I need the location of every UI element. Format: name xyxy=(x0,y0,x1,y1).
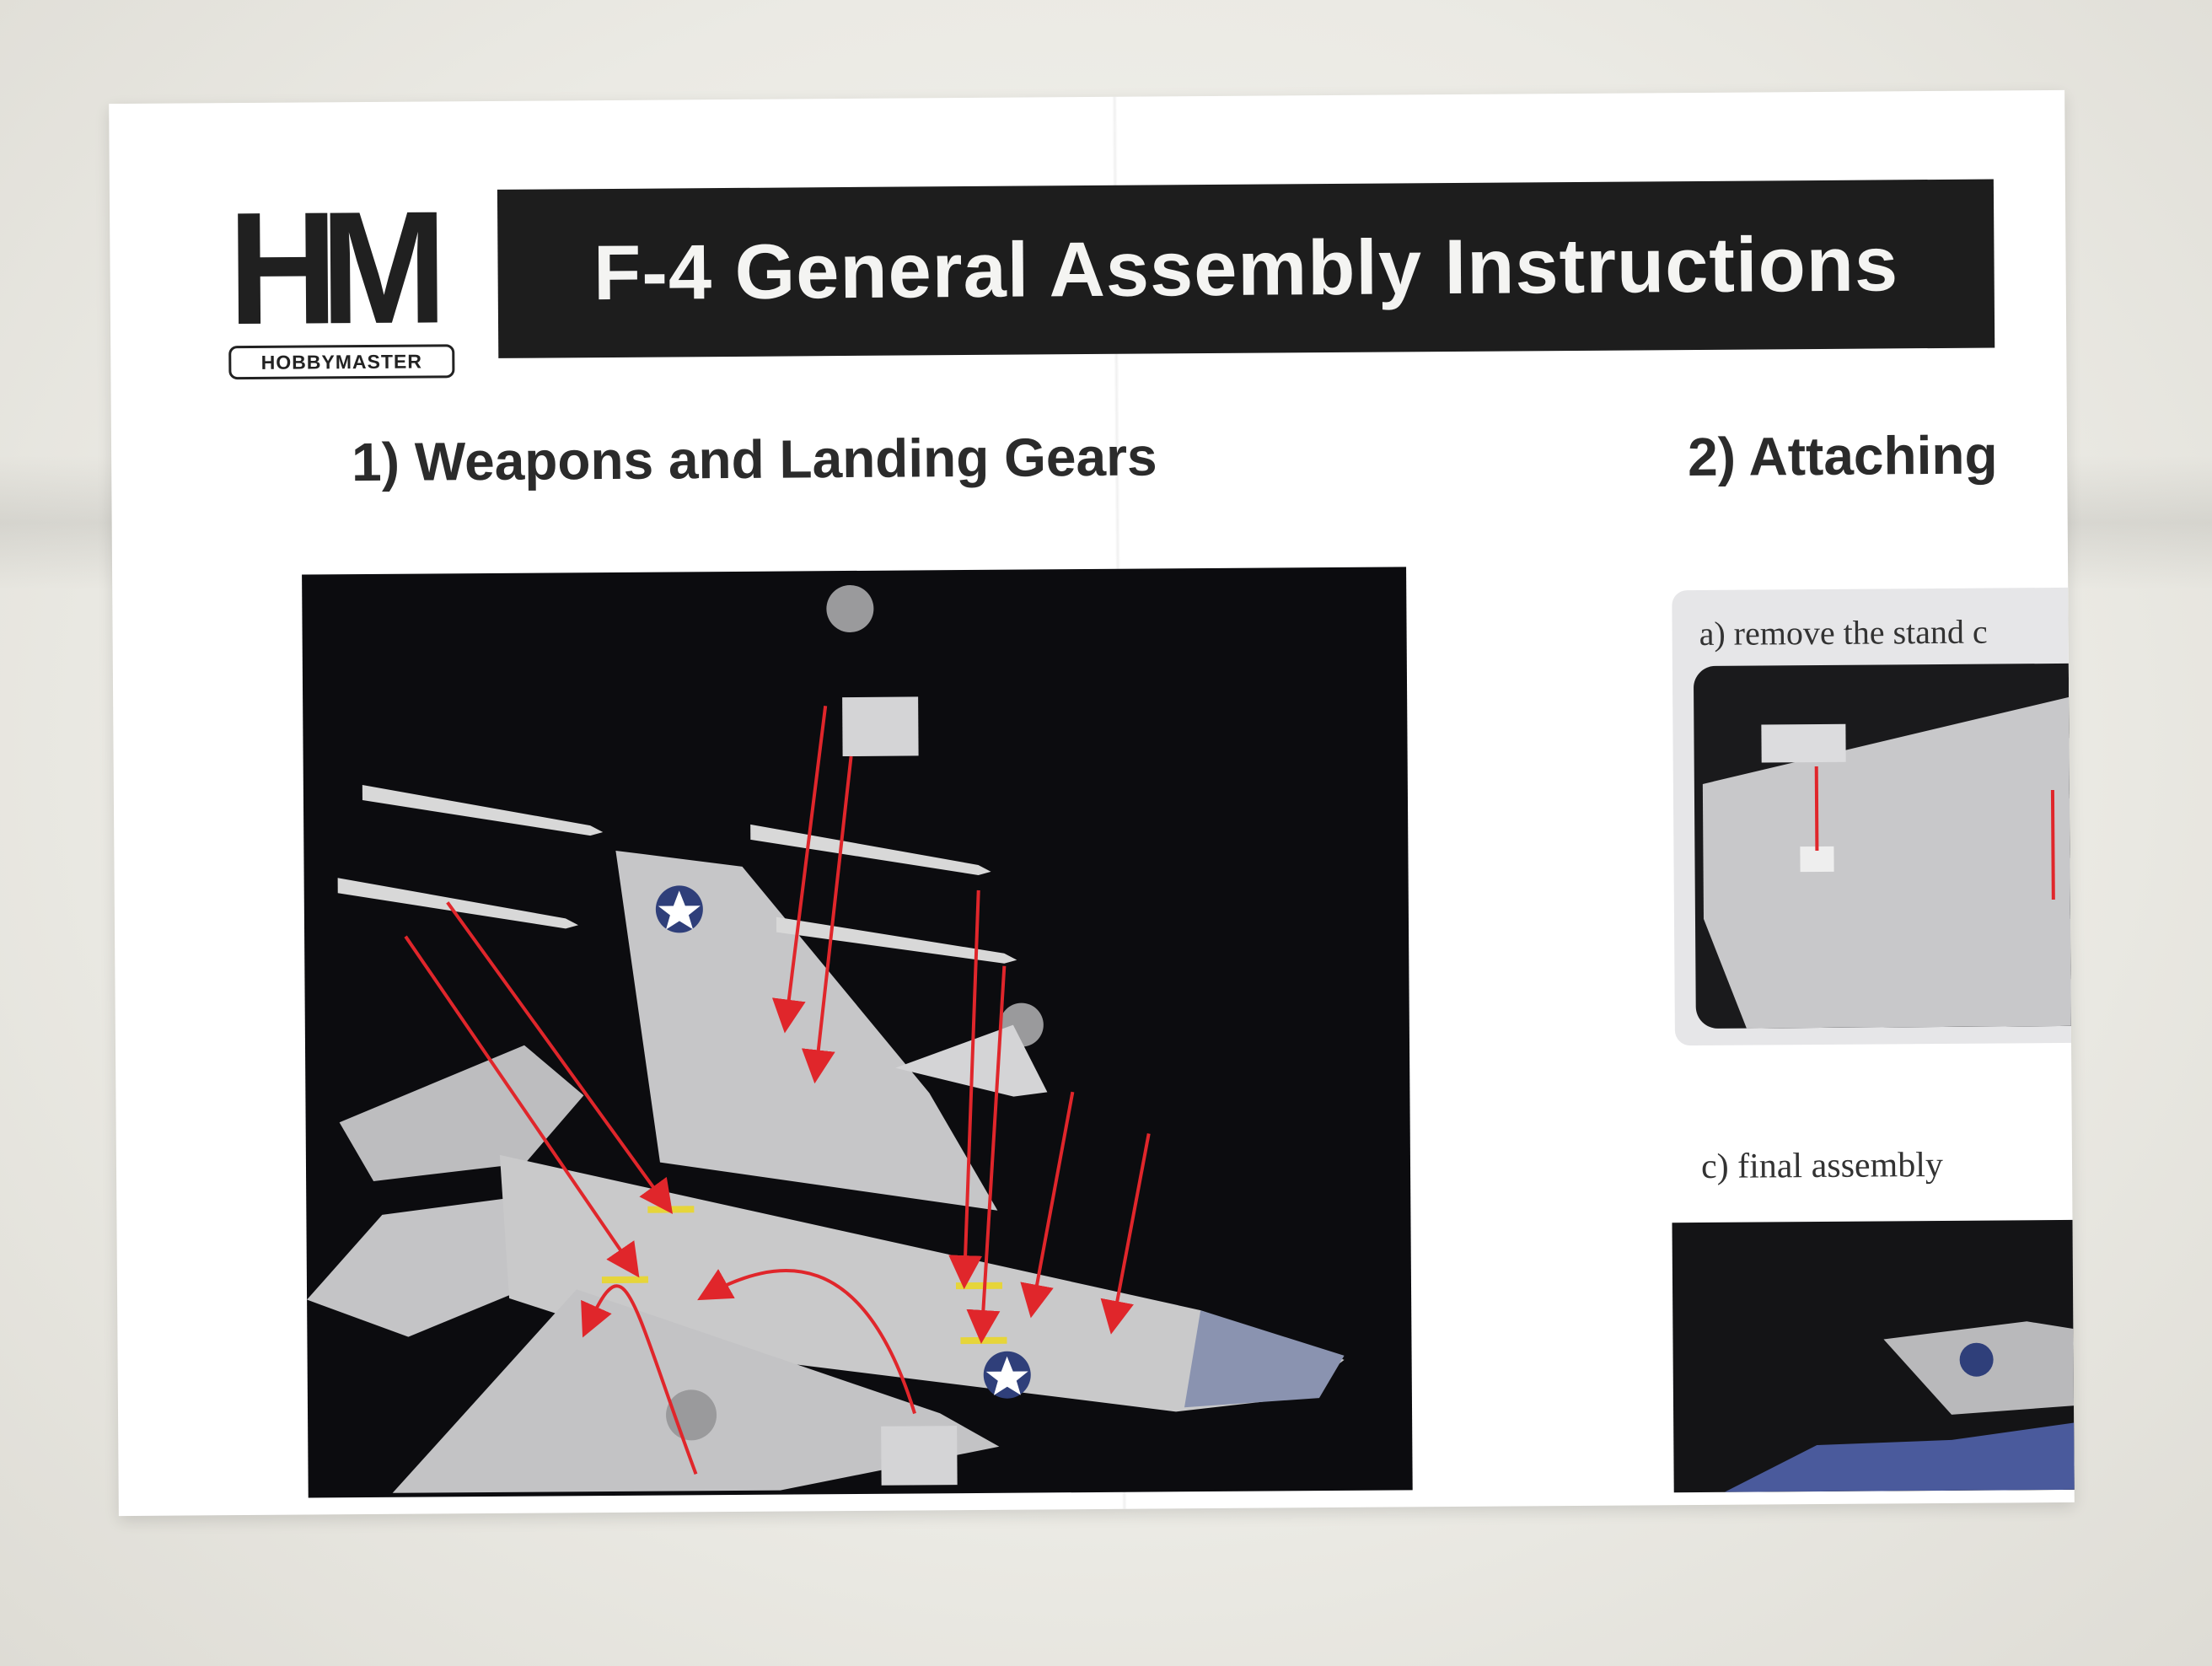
stand-socket xyxy=(1800,846,1834,873)
attachment-marker xyxy=(601,1276,648,1284)
arrow xyxy=(948,889,983,1290)
logo-mark: HM xyxy=(227,178,431,359)
arrow xyxy=(1100,1133,1151,1335)
step-a-caption: a) remove the stand c xyxy=(1699,612,1988,653)
aircraft-illustration xyxy=(307,584,1345,1493)
title-banner: F-4 General Assembly Instructions xyxy=(497,179,1995,358)
section-heading-weapons: 1) Weapons and Landing Gears xyxy=(351,426,1157,493)
assembly-arrows xyxy=(404,705,1151,1475)
step-a-photo xyxy=(1693,663,2071,1029)
arrow xyxy=(697,1269,916,1415)
missile xyxy=(362,785,604,836)
arrow xyxy=(966,965,1007,1344)
wing-closeup xyxy=(1702,696,2071,1029)
weapons-diagram xyxy=(302,567,1413,1498)
step-a-illustration xyxy=(1702,696,2071,1029)
nose-gear-wheel xyxy=(826,584,874,632)
attachment-marker xyxy=(960,1336,1007,1345)
gear-door xyxy=(881,1426,958,1486)
upper-wing xyxy=(615,850,998,1211)
instruction-sheet: HM HOBBYMASTER F-4 General Assembly Inst… xyxy=(109,89,2075,1517)
attachment-marker xyxy=(955,1282,1003,1290)
missile xyxy=(337,878,578,929)
page-title: F-4 General Assembly Instructions xyxy=(593,221,1899,317)
step-c-photo xyxy=(1672,1219,2075,1493)
missile-group xyxy=(337,785,1017,964)
stand-mount xyxy=(1761,723,1846,763)
attachment-marker xyxy=(647,1206,695,1213)
arrow xyxy=(581,1284,698,1475)
arrow xyxy=(404,935,640,1278)
arrow xyxy=(771,705,828,1034)
roundel-lower-star xyxy=(985,1356,1028,1395)
nose-radome xyxy=(1184,1310,1345,1408)
missile xyxy=(750,824,991,875)
stars-and-stripes-tail xyxy=(1724,1421,2075,1492)
arrow xyxy=(1020,1091,1075,1319)
arrow xyxy=(801,755,853,1084)
roundel xyxy=(1959,1342,1994,1377)
final-assembly-illustration xyxy=(1724,1321,2075,1492)
arrow xyxy=(446,901,674,1214)
step-c-caption: c) final assembly xyxy=(1700,1145,1944,1186)
logo-wordmark: HOBBYMASTER xyxy=(228,344,455,380)
tail-fin xyxy=(339,1045,584,1181)
hobbymaster-logo: HM HOBBYMASTER xyxy=(227,178,457,381)
roundel-upper-star xyxy=(658,890,701,930)
step-a-panel: a) remove the stand c xyxy=(1672,587,2072,1046)
arrow xyxy=(2050,790,2055,900)
gear-door xyxy=(842,696,919,757)
missile xyxy=(776,916,1017,964)
section-heading-attaching: 2) Attaching xyxy=(1687,424,1998,488)
